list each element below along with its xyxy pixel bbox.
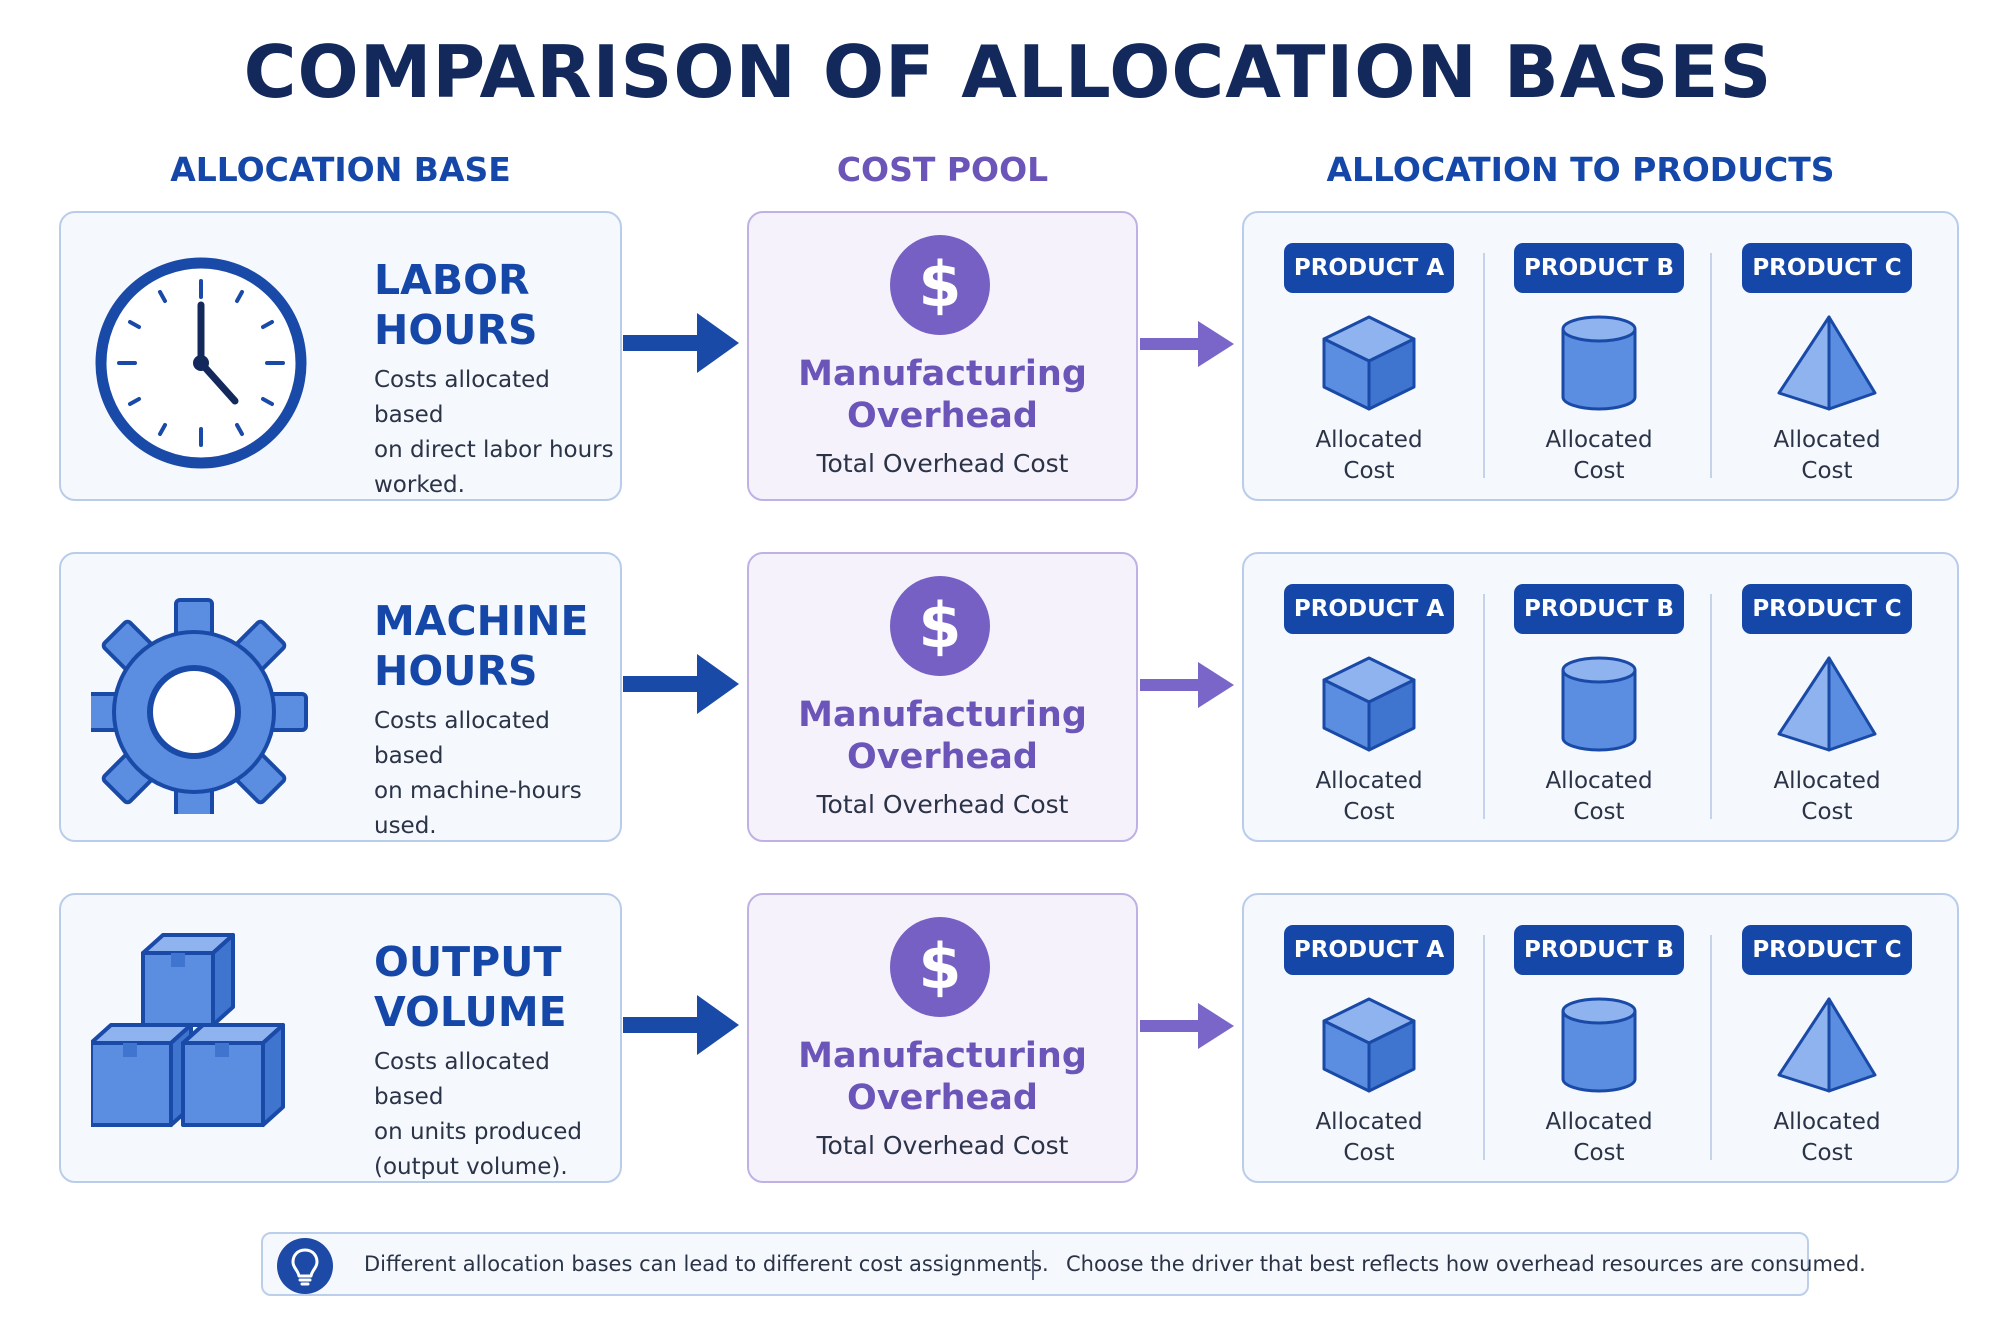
- allocation-base-name: OUTPUT VOLUME: [374, 938, 567, 1036]
- allocation-base-description: Costs allocated based on units produced …: [374, 1049, 583, 1180]
- cost-pool-name: Manufacturing Overhead: [798, 354, 1087, 436]
- product-allocated-cost: Allocated Cost: [1315, 427, 1423, 484]
- column-header-allocation-to-products: ALLOCATION TO PRODUCTS: [1326, 150, 1835, 189]
- cost-pool-name: Manufacturing Overhead: [798, 695, 1087, 777]
- product-allocated-cost: Allocated Cost: [1315, 768, 1423, 825]
- product-column: PRODUCT C Allocated Cost: [1742, 895, 1912, 1185]
- divider: [1710, 594, 1712, 819]
- cube-icon: [1322, 315, 1416, 411]
- arrow-right-icon: [1140, 1003, 1234, 1049]
- product-badge: PRODUCT C: [1742, 243, 1912, 293]
- pyramid-icon: [1777, 656, 1877, 752]
- cost-pool-subtitle: Total Overhead Cost: [816, 1131, 1069, 1160]
- clock-icon: [95, 257, 307, 469]
- arrow-right-icon: [1140, 662, 1234, 708]
- cost-pool-card: $ Manufacturing Overhead Total Overhead …: [747, 211, 1138, 501]
- product-allocated-cost: Allocated Cost: [1773, 768, 1881, 825]
- gear-icon: [91, 598, 308, 814]
- pyramid-icon: [1777, 997, 1877, 1093]
- product-allocated-cost: Allocated Cost: [1545, 427, 1653, 484]
- product-column: PRODUCT A Allocated Cost: [1284, 895, 1454, 1185]
- divider: [1710, 253, 1712, 478]
- allocation-row-output-volume: OUTPUT VOLUME Costs allocated based on u…: [0, 893, 2016, 1185]
- product-badge: PRODUCT C: [1742, 584, 1912, 634]
- product-badge: PRODUCT A: [1284, 243, 1454, 293]
- cube-icon: [1322, 997, 1416, 1093]
- product-column: PRODUCT C Allocated Cost: [1742, 554, 1912, 844]
- product-column: PRODUCT A Allocated Cost: [1284, 213, 1454, 503]
- cost-pool-subtitle: Total Overhead Cost: [816, 790, 1069, 819]
- product-badge: PRODUCT A: [1284, 925, 1454, 975]
- allocation-base-card: OUTPUT VOLUME Costs allocated based on u…: [59, 893, 622, 1183]
- arrow-right-icon: [1140, 321, 1234, 367]
- divider: [1710, 935, 1712, 1160]
- divider: [1032, 1250, 1034, 1280]
- product-allocated-cost: Allocated Cost: [1315, 1109, 1423, 1166]
- cost-pool-card: $ Manufacturing Overhead Total Overhead …: [747, 552, 1138, 842]
- product-badge: PRODUCT B: [1514, 243, 1684, 293]
- dollar-icon: $: [890, 235, 990, 335]
- cost-pool-name: Manufacturing Overhead: [798, 1036, 1087, 1118]
- footer-right-text: Choose the driver that best reflects how…: [1066, 1252, 1866, 1276]
- allocation-base-card: LABOR HOURS Costs allocated based on dir…: [59, 211, 622, 501]
- product-allocated-cost: Allocated Cost: [1545, 1109, 1653, 1166]
- column-header-cost-pool: COST POOL: [836, 150, 1049, 189]
- allocation-base-name: LABOR HOURS: [374, 256, 538, 354]
- pyramid-icon: [1777, 315, 1877, 411]
- product-badge: PRODUCT B: [1514, 925, 1684, 975]
- allocation-base-card: MACHINE HOURS Costs allocated based on m…: [59, 552, 622, 842]
- dollar-icon: $: [890, 576, 990, 676]
- column-header-allocation-base: ALLOCATION BASE: [170, 150, 511, 189]
- product-column: PRODUCT B Allocated Cost: [1514, 895, 1684, 1185]
- product-badge: PRODUCT C: [1742, 925, 1912, 975]
- allocation-base-description: Costs allocated based on direct labor ho…: [374, 367, 614, 498]
- allocation-to-products-card: PRODUCT A Allocated Cost PRODUCT B Alloc…: [1242, 893, 1959, 1183]
- product-badge: PRODUCT A: [1284, 584, 1454, 634]
- allocation-row-machine-hours: MACHINE HOURS Costs allocated based on m…: [0, 552, 2016, 844]
- allocation-base-description: Costs allocated based on machine-hours u…: [374, 708, 582, 839]
- cube-icon: [1322, 656, 1416, 752]
- cylinder-icon: [1561, 656, 1637, 752]
- product-column: PRODUCT C Allocated Cost: [1742, 213, 1912, 503]
- dollar-icon: $: [890, 917, 990, 1017]
- product-allocated-cost: Allocated Cost: [1545, 768, 1653, 825]
- allocation-base-name: MACHINE HOURS: [374, 597, 589, 695]
- allocation-row-labor-hours: LABOR HOURS Costs allocated based on dir…: [0, 211, 2016, 503]
- allocation-to-products-card: PRODUCT A Allocated Cost PRODUCT B Alloc…: [1242, 211, 1959, 501]
- product-column: PRODUCT B Allocated Cost: [1514, 213, 1684, 503]
- divider: [1483, 594, 1485, 819]
- product-allocated-cost: Allocated Cost: [1773, 1109, 1881, 1166]
- lightbulb-icon: [277, 1238, 333, 1294]
- product-column: PRODUCT B Allocated Cost: [1514, 554, 1684, 844]
- cylinder-icon: [1561, 997, 1637, 1093]
- cylinder-icon: [1561, 315, 1637, 411]
- divider: [1483, 935, 1485, 1160]
- arrow-right-icon: [623, 995, 739, 1055]
- divider: [1483, 253, 1485, 478]
- product-allocated-cost: Allocated Cost: [1773, 427, 1881, 484]
- footer-left-text: Different allocation bases can lead to d…: [364, 1252, 1049, 1276]
- footer-note: Different allocation bases can lead to d…: [261, 1232, 1866, 1296]
- product-badge: PRODUCT B: [1514, 584, 1684, 634]
- cost-pool-subtitle: Total Overhead Cost: [816, 449, 1069, 478]
- page-title: COMPARISON OF ALLOCATION BASES: [243, 30, 1773, 114]
- product-column: PRODUCT A Allocated Cost: [1284, 554, 1454, 844]
- boxes-icon: [91, 933, 285, 1127]
- arrow-right-icon: [623, 313, 739, 373]
- cost-pool-card: $ Manufacturing Overhead Total Overhead …: [747, 893, 1138, 1183]
- arrow-right-icon: [623, 654, 739, 714]
- allocation-to-products-card: PRODUCT A Allocated Cost PRODUCT B Alloc…: [1242, 552, 1959, 842]
